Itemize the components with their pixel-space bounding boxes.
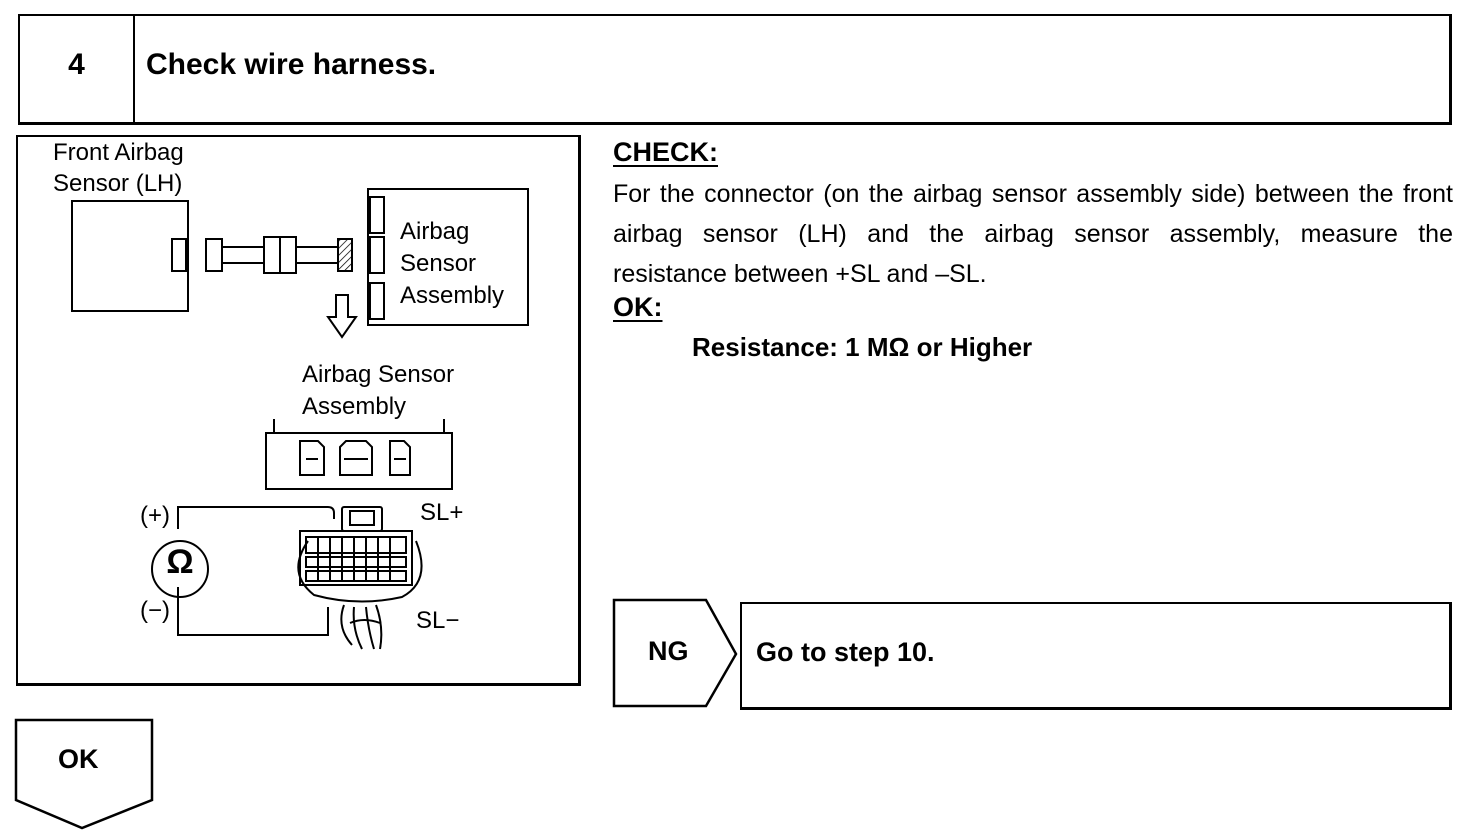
ng-label: NG xyxy=(648,636,689,666)
step-title: Check wire harness. xyxy=(146,48,437,81)
connector-hatched xyxy=(337,238,353,272)
airbag-sensor-assembly-box xyxy=(367,188,529,326)
assembly-label-line2: Sensor xyxy=(400,250,477,277)
sl-plus-label: SL+ xyxy=(420,499,464,526)
ng-action-box xyxy=(740,602,1452,710)
resistance-spec: Resistance: 1 MΩ or Higher xyxy=(692,332,1033,362)
step-number: 4 xyxy=(68,48,85,81)
minus-terminal-label: (−) xyxy=(140,597,170,624)
connector-label-line2: Assembly xyxy=(302,393,407,420)
ohm-icon: Ω xyxy=(166,543,194,581)
front-sensor-label-line1: Front Airbag xyxy=(53,139,184,166)
assembly-label-line1: Airbag xyxy=(400,218,470,245)
ok-heading: OK: xyxy=(613,292,663,322)
assembly-label-line3: Assembly xyxy=(400,282,505,309)
step-header: 4 Check wire harness. xyxy=(18,14,1452,125)
wiring-diagram xyxy=(71,188,529,650)
sl-minus-label: SL− xyxy=(416,607,460,634)
check-instructions: For the connector (on the airbag sensor … xyxy=(613,180,1453,288)
ng-arrow-shape xyxy=(612,598,738,708)
check-heading: CHECK: xyxy=(613,137,718,167)
ohmmeter-circle xyxy=(151,540,209,598)
wiring-illustration: Front Airbag Sensor (LH) Airbag Sensor A… xyxy=(16,135,581,686)
connector-label-line1: Airbag Sensor xyxy=(302,361,455,388)
front-sensor-box xyxy=(71,200,189,312)
ok-arrow-shape xyxy=(14,718,154,830)
down-arrow xyxy=(326,294,358,339)
front-sensor-label-line2: Sensor (LH) xyxy=(53,170,183,197)
ok-label: OK xyxy=(58,744,99,774)
plus-terminal-label: (+) xyxy=(140,502,170,529)
step-number-cell: 4 xyxy=(20,16,135,122)
ng-action-text: Go to step 10. xyxy=(756,637,935,667)
